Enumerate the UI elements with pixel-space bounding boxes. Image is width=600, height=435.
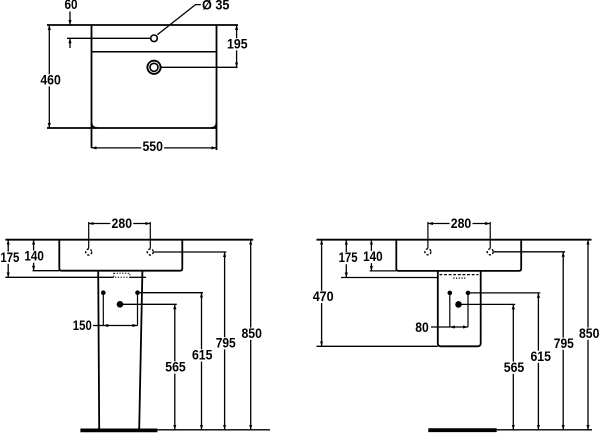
- svg-text:615: 615: [192, 348, 213, 363]
- svg-text:150: 150: [73, 318, 92, 333]
- svg-text:460: 460: [40, 72, 61, 87]
- svg-text:550: 550: [142, 139, 163, 154]
- svg-text:80: 80: [415, 320, 429, 335]
- svg-text:470: 470: [313, 289, 334, 304]
- svg-text:140: 140: [363, 249, 383, 264]
- svg-text:565: 565: [165, 360, 186, 375]
- svg-text:175: 175: [0, 250, 19, 265]
- svg-text:280: 280: [451, 216, 472, 231]
- svg-text:565: 565: [504, 360, 525, 375]
- svg-text:280: 280: [112, 216, 133, 231]
- svg-text:175: 175: [339, 250, 358, 265]
- svg-text:850: 850: [241, 326, 262, 341]
- svg-text:195: 195: [227, 36, 248, 51]
- svg-text:850: 850: [579, 326, 600, 341]
- svg-text:795: 795: [216, 335, 236, 350]
- svg-text:60: 60: [65, 0, 78, 12]
- svg-text:140: 140: [24, 249, 44, 264]
- svg-text:795: 795: [554, 336, 574, 351]
- svg-text:Ø 35: Ø 35: [202, 0, 230, 12]
- svg-text:615: 615: [530, 349, 551, 364]
